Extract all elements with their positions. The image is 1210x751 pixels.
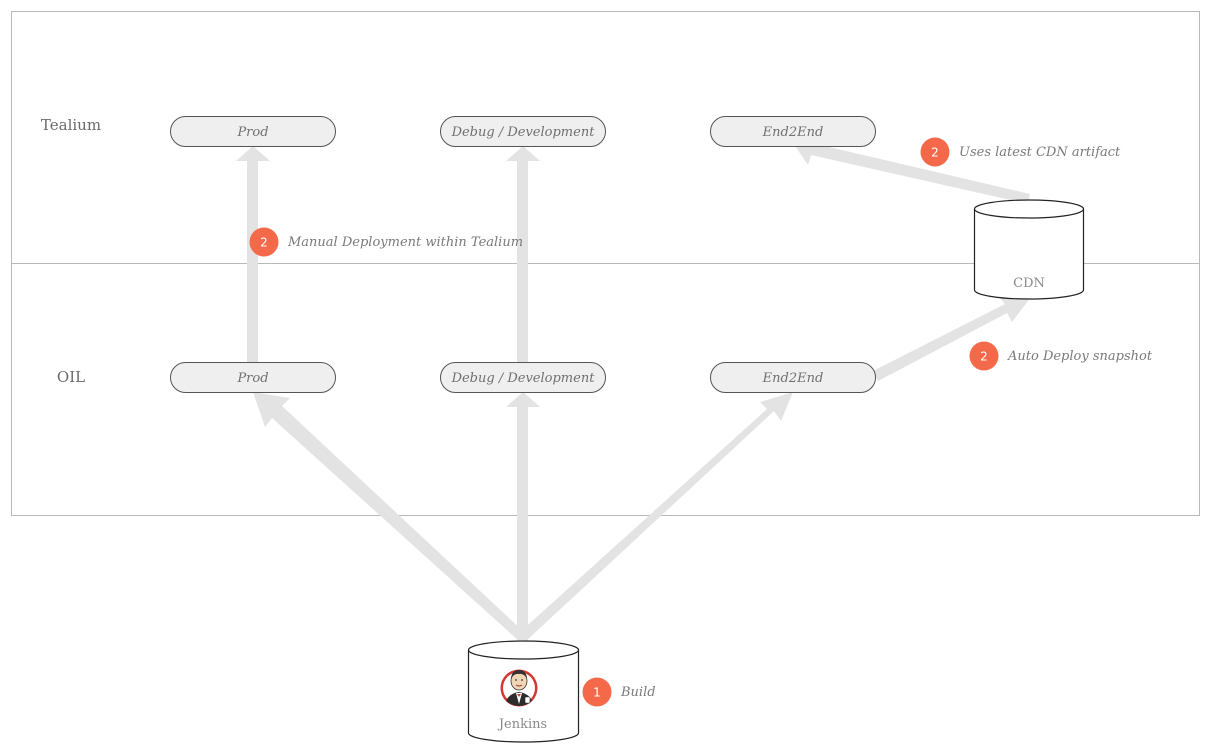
step-number-auto-deploy: 2 (980, 350, 988, 364)
oil-env-prod[interactable] (170, 362, 336, 393)
tealium-env-debug[interactable] (440, 116, 606, 147)
cdn-database[interactable]: CDN (973, 199, 1085, 300)
tealium-env-debug-label: Debug / Development (451, 125, 596, 140)
oil-env-end2end[interactable] (710, 362, 876, 393)
step-badge-auto-deploy (969, 341, 999, 371)
cdn-label: CDN (1013, 276, 1045, 291)
lane-oil (11, 263, 1200, 516)
arrow-jenkins-to-oil-debug (506, 392, 540, 640)
step-badge-cdn-artifact (920, 137, 950, 167)
oil-env-prod-label: Prod (236, 371, 268, 386)
arrow-oil-prod-to-tealium-prod (236, 146, 270, 362)
arrow-jenkins-to-oil-end2end (519, 392, 793, 641)
oil-env-debug-label: Debug / Development (451, 371, 596, 386)
tealium-env-end2end[interactable] (710, 116, 876, 147)
arrow-oil-debug-to-tealium-debug (506, 146, 540, 362)
tealium-env-prod-label: Prod (236, 125, 268, 140)
step-number-build: 1 (593, 686, 601, 700)
oil-env-debug[interactable] (440, 362, 606, 393)
tealium-env-end2end-label: End2End (762, 125, 824, 140)
step-badge-manual-deploy (249, 227, 279, 257)
lane-label-tealium: Tealium (41, 116, 101, 134)
tealium-env-prod[interactable] (170, 116, 336, 147)
lane-label-oil: OIL (57, 368, 85, 386)
step-number-manual-deploy: 2 (260, 236, 268, 250)
step-number-cdn-artifact: 2 (931, 146, 939, 160)
oil-env-end2end-label: End2End (762, 371, 824, 386)
step-note-auto-deploy: Auto Deploy snapshot (1007, 349, 1153, 364)
arrow-oil-end2end-to-cdn (873, 297, 1031, 381)
step-note-manual-deploy: Manual Deployment within Tealium (287, 235, 523, 250)
arrow-jenkins-to-oil-prod (253, 392, 525, 641)
arrow-cdn-to-tealium-end2end (793, 134, 1030, 204)
step-badge-build (582, 677, 612, 707)
jenkins-label: Jenkins (497, 717, 547, 732)
jenkins-database[interactable]: Jenkins (467, 640, 580, 743)
jenkins-logo-icon (500, 669, 538, 707)
step-note-build: Build (620, 685, 656, 700)
step-note-cdn-artifact: Uses latest CDN artifact (959, 145, 1121, 160)
